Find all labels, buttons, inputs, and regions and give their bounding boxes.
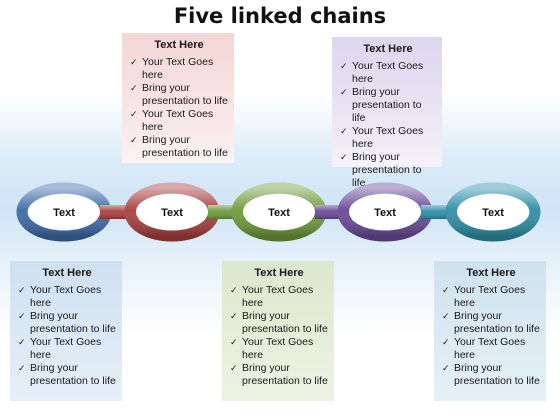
box-heading: Text Here	[154, 39, 204, 51]
text-box-top-right: Text Here Your Text Goes here Bring your…	[332, 37, 442, 189]
chain-link-center	[243, 194, 315, 230]
interlock-shine	[315, 205, 327, 219]
text-box-bottom-left: Text Here Your Text Goes here Bring your…	[10, 261, 122, 401]
chain-interlock	[315, 205, 327, 219]
text-box-bottom-center: Text Here Your Text Goes here Bring your…	[222, 261, 334, 401]
box-item: Bring your presentation to life	[442, 310, 540, 336]
chain-link-shine	[445, 182, 541, 242]
box-heading: Text Here	[466, 267, 516, 279]
box-item: Your Text Goes here	[340, 60, 436, 86]
box-item: Your Text Goes here	[130, 108, 228, 134]
box-item: Bring your presentation to life	[230, 310, 328, 336]
chain-link-center	[457, 194, 529, 230]
box-item: Your Text Goes here	[18, 336, 116, 362]
text-box-bottom-right: Text Here Your Text Goes here Bring your…	[434, 261, 546, 401]
chain-link: Text	[231, 182, 327, 242]
box-item: Bring your presentation to life	[340, 86, 436, 125]
chain-interlock	[208, 205, 220, 219]
chain-link-center	[349, 194, 421, 230]
box-item: Your Text Goes here	[230, 336, 328, 362]
interlock-shine	[100, 205, 112, 219]
chain-link-label: Text	[53, 207, 75, 219]
chain-link-center	[28, 194, 100, 230]
chain-link-label: Text	[268, 207, 290, 219]
text-box-top-left: Text Here Your Text Goes here Bring your…	[122, 33, 234, 163]
chain-link-label: Text	[482, 207, 504, 219]
chain-link-center	[136, 194, 208, 230]
box-item: Bring your presentation to life	[230, 362, 328, 388]
chain-link-label: Text	[161, 207, 183, 219]
chain-diagram: Text Text Text Text Text	[16, 182, 541, 242]
box-item: Bring your presentation to life	[130, 134, 228, 160]
box-item: Your Text Goes here	[340, 125, 436, 151]
page-title: Five linked chains	[173, 4, 387, 28]
box-item: Your Text Goes here	[230, 284, 328, 310]
box-heading: Text Here	[254, 267, 304, 279]
box-item: Your Text Goes here	[442, 336, 540, 362]
box-item: Bring your presentation to life	[18, 310, 116, 336]
chain-link: Text	[16, 182, 112, 242]
box-item: Your Text Goes here	[18, 284, 116, 310]
box-item: Bring your presentation to life	[130, 82, 228, 108]
chain-link: Text	[445, 182, 541, 242]
chain-interlock	[100, 205, 112, 219]
chain-interlock	[421, 205, 433, 219]
box-heading: Text Here	[42, 267, 92, 279]
interlock-shine	[208, 205, 220, 219]
box-heading: Text Here	[363, 43, 413, 55]
box-item: Your Text Goes here	[130, 56, 228, 82]
chain-link-label: Text	[374, 207, 396, 219]
chain-link: Text	[124, 182, 220, 242]
box-item: Your Text Goes here	[442, 284, 540, 310]
interlock-shine	[421, 205, 433, 219]
box-item: Bring your presentation to life	[442, 362, 540, 388]
box-item: Bring your presentation to life	[18, 362, 116, 388]
chain-link: Text	[337, 182, 433, 242]
